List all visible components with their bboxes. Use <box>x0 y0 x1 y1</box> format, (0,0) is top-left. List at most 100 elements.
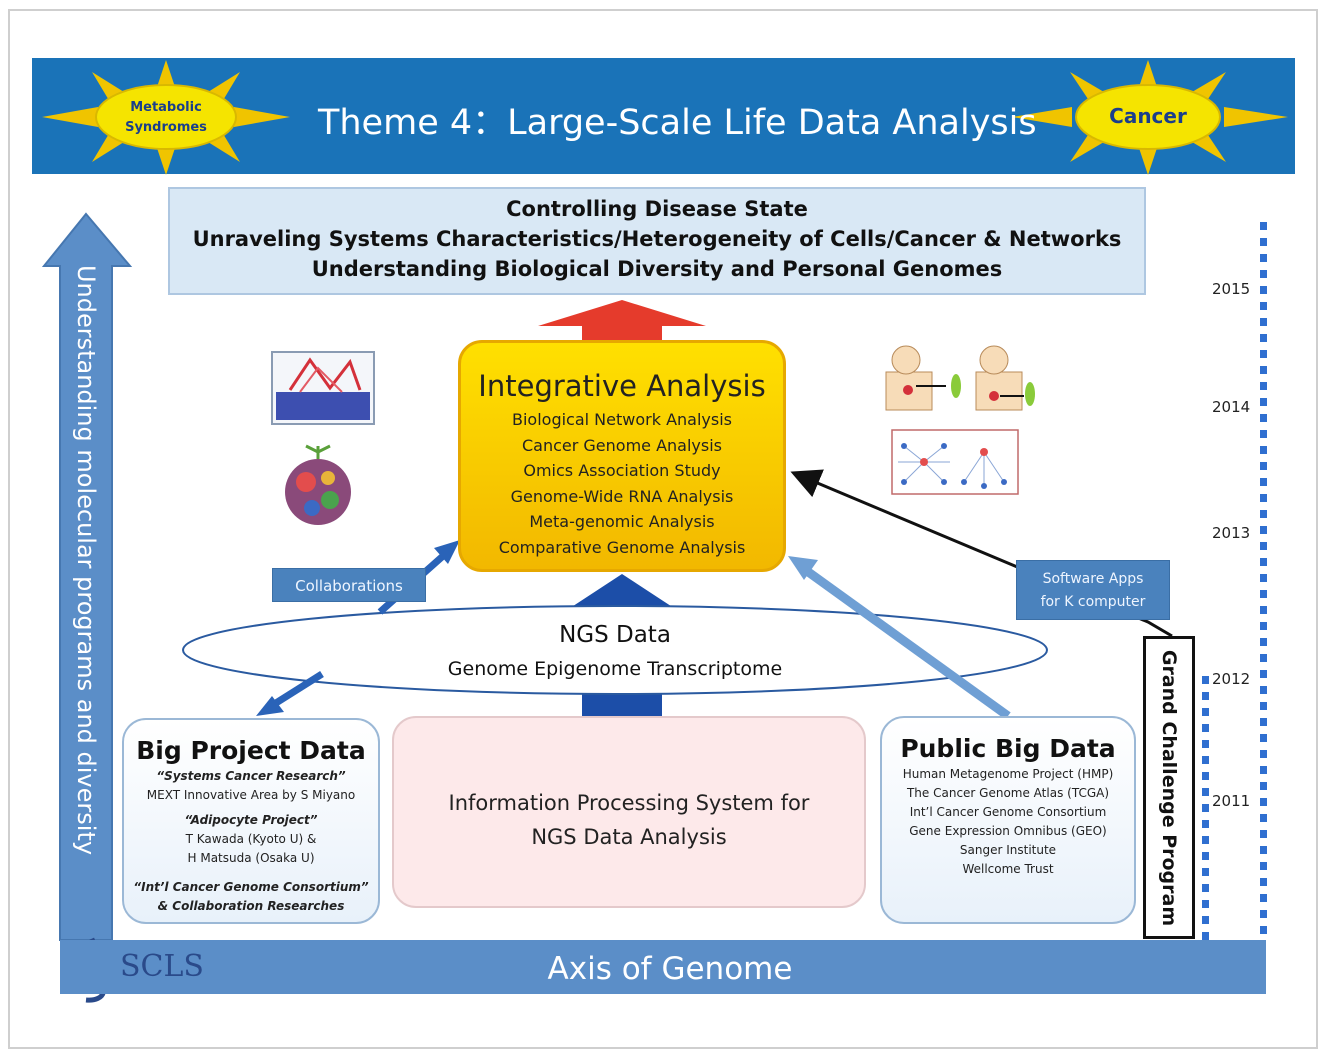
ngs-subtitle: Genome Epigenome Transcriptome <box>447 658 783 680</box>
timeline-dot <box>1260 622 1267 630</box>
big-project-line: “Adipocyte Project” <box>184 813 318 827</box>
timeline-dot <box>1260 318 1267 326</box>
big-project-title: Big Project Data <box>136 736 366 765</box>
timeline-dot <box>1260 926 1267 934</box>
grand-challenge-box: Grand Challenge Program <box>1143 636 1195 939</box>
timeline-dot <box>1260 846 1267 854</box>
info-processing-line1: Information Processing System for <box>448 791 810 815</box>
collaborations-tag: Collaborations <box>272 568 426 602</box>
year-label: 2014 <box>1212 398 1251 416</box>
timeline-dot <box>1260 366 1267 374</box>
timeline-dot <box>1260 542 1267 550</box>
timeline-dot <box>1202 740 1209 748</box>
sun-label-line1: Metabolic <box>130 100 202 115</box>
collab-arrow-down <box>266 671 324 711</box>
timeline-dot <box>1260 462 1267 470</box>
timeline-dots <box>1202 222 1267 940</box>
timeline-dot <box>1260 382 1267 390</box>
timeline-dot <box>1260 334 1267 342</box>
timeline-dot <box>1202 932 1209 940</box>
timeline-dot <box>1260 606 1267 614</box>
network-image-icon <box>271 351 375 425</box>
public-data-line: Wellcome Trust <box>962 862 1054 876</box>
timeline-dot <box>1260 862 1267 870</box>
public-data-line: Sanger Institute <box>959 843 1057 857</box>
public-data-line: The Cancer Genome Atlas (TCGA) <box>906 786 1110 800</box>
timeline-dot <box>1260 910 1267 918</box>
timeline-dot <box>1202 708 1209 716</box>
timeline-dot <box>1260 494 1267 502</box>
big-project-line: T Kawada (Kyoto U) & <box>185 832 317 846</box>
timeline-dot <box>1260 478 1267 486</box>
public-data-arrowhead <box>788 556 818 580</box>
timeline-dot <box>1260 734 1267 742</box>
timeline-dot <box>1260 446 1267 454</box>
goal-line-1: Controlling Disease State <box>506 197 808 221</box>
integrative-item: Omics Association Study <box>523 461 721 480</box>
timeline-dot <box>1202 836 1209 844</box>
timeline-dot <box>1260 814 1267 822</box>
theme-title: Theme 4：Large-Scale Life Data Analysis <box>318 103 1037 143</box>
timeline-dot <box>1260 878 1267 886</box>
sun-label-line2: Syndromes <box>125 120 207 135</box>
public-data-arrow <box>797 562 1011 720</box>
collab-arrowhead-down <box>256 696 284 716</box>
public-data-line: Gene Expression Omnibus (GEO) <box>909 824 1107 838</box>
integrative-analysis-box: Integrative Analysis Biological Network … <box>458 340 786 572</box>
timeline-dot <box>1260 686 1267 694</box>
timeline-dot <box>1202 916 1209 924</box>
timeline-dot <box>1260 654 1267 662</box>
timeline-dot <box>1260 238 1267 246</box>
big-project-line: MEXT Innovative Area by S Miyano <box>146 788 356 802</box>
scls-logo-text: SCLS <box>120 949 204 984</box>
big-project-line: “Systems Cancer Research” <box>156 769 346 783</box>
year-label: 2015 <box>1212 280 1251 298</box>
timeline-dot <box>1260 894 1267 902</box>
timeline-dot <box>1260 638 1267 646</box>
big-project-line: H Matsuda (Osaka U) <box>187 851 315 865</box>
info-processing-card: Information Processing System for NGS Da… <box>392 716 866 908</box>
timeline-dot <box>1260 670 1267 678</box>
timeline-dot <box>1260 254 1267 262</box>
timeline-dot <box>1260 766 1267 774</box>
timeline-dot <box>1260 510 1267 518</box>
timeline-dot <box>1202 772 1209 780</box>
ngs-ellipse <box>182 605 1048 695</box>
axis-of-genome-label: Axis of Genome <box>547 951 793 987</box>
timeline-dot <box>1260 590 1267 598</box>
timeline-dot <box>1260 430 1267 438</box>
timeline-dot <box>1260 558 1267 566</box>
timeline-dot <box>1202 692 1209 700</box>
software-apps-tag: Software Apps for K computer <box>1016 560 1170 620</box>
goal-line-3: Understanding Biological Diversity and P… <box>311 257 1003 281</box>
timeline-dot <box>1260 782 1267 790</box>
software-line2: for K computer <box>1040 594 1146 610</box>
integrative-item: Cancer Genome Analysis <box>521 435 723 455</box>
goal-line-2: Unraveling Systems Characteristics/Heter… <box>192 227 1122 251</box>
timeline-dot <box>1260 222 1267 230</box>
timeline-dot <box>1260 702 1267 710</box>
vertical-axis-label: Understanding molecular programs and div… <box>72 264 100 856</box>
timeline-dot <box>1260 798 1267 806</box>
big-project-line: & Collaboration Researches <box>157 899 345 913</box>
timeline-dot <box>1202 820 1209 828</box>
genome-axis-bar <box>60 940 1266 994</box>
sun-icon-left <box>42 60 290 175</box>
integrative-list: Biological Network Analysis Cancer Genom… <box>461 407 783 560</box>
timeline-dot <box>1202 756 1209 764</box>
timeline-dot <box>1202 724 1209 732</box>
public-data-line: Human Metagenome Project (HMP) <box>902 767 1114 781</box>
software-arrow <box>790 469 1173 638</box>
integrative-item: Meta-genomic Analysis <box>529 512 715 531</box>
info-processing-line2: NGS Data Analysis <box>531 825 727 849</box>
public-big-data-card: Public Big Data Human Metagenome Project… <box>880 716 1136 924</box>
integrative-item: Comparative Genome Analysis <box>498 537 746 557</box>
timeline-dot <box>1202 868 1209 876</box>
timeline-dot <box>1202 900 1209 908</box>
timeline-dot <box>1202 788 1209 796</box>
timeline-dot <box>1202 804 1209 812</box>
software-line1: Software Apps <box>1042 571 1144 587</box>
timeline-dot <box>1260 750 1267 758</box>
collab-arrowhead-up <box>434 540 460 564</box>
timeline-dot <box>1260 414 1267 422</box>
